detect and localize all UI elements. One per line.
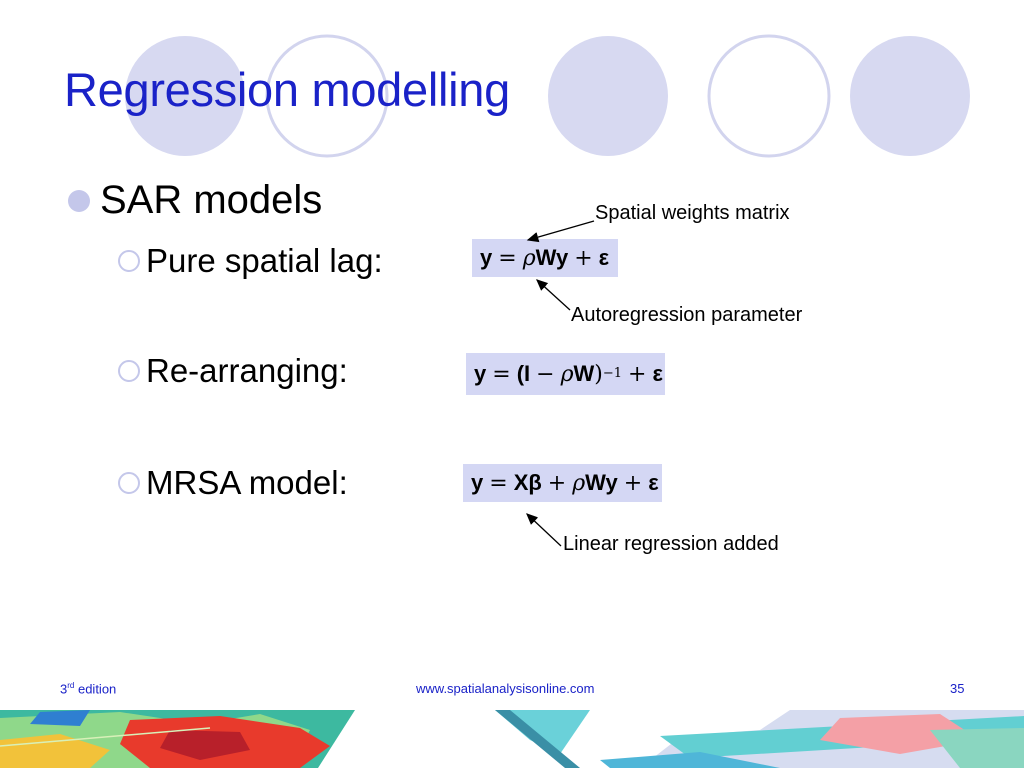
bullet-sar-models: SAR models [68,178,322,223]
sub-bullet-label: MRSA model: [146,464,348,501]
sub-bullet-pure-spatial-lag: Pure spatial lag: [118,242,383,280]
annotation-linear-regression: Linear regression added [563,533,779,555]
header-circles-decoration [125,34,970,158]
open-bullet-icon [118,250,140,272]
edition-suffix: rd [67,681,75,690]
annotation-autoregression: Autoregression parameter [571,304,803,326]
sub-bullet-re-arranging: Re-arranging: [118,352,348,390]
filled-bullet-icon [68,189,90,212]
open-bullet-icon [118,360,140,382]
slide-title: Regression modelling [64,63,510,116]
edition-number: 3 [60,681,68,697]
sub-bullet-label: Pure spatial lag: [146,242,383,279]
footer-url[interactable]: www.spatialanalysisonline.com [416,681,595,696]
bullet-text: SAR models [100,178,323,222]
page-number: 35 [950,681,965,696]
open-bullet-icon [118,472,140,494]
sub-bullet-label: Re-arranging: [146,352,348,389]
footer-edition: 3rd edition [60,681,116,696]
edition-word: edition [74,681,117,697]
annotation-spatial-weights: Spatial weights matrix [595,202,790,224]
sub-bullet-mrsa-model: MRSA model: [118,464,348,502]
map-strip-image [0,710,1024,768]
